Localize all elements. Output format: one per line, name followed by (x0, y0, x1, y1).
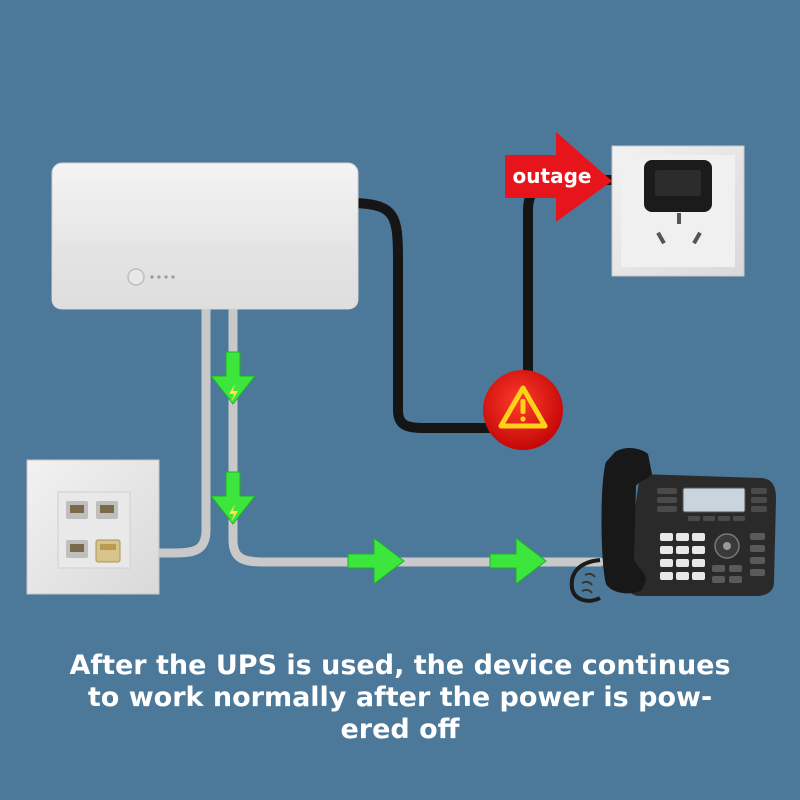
ip-phone (569, 448, 776, 603)
phone-display (682, 487, 746, 513)
battery-led-indicators (150, 275, 175, 279)
phone-nav-pad (714, 533, 740, 559)
flow-arrow-down-1 (209, 351, 257, 405)
wall-power-outlet (611, 145, 745, 277)
phone-keypad (660, 533, 705, 580)
caption-line-3: ered off (340, 714, 460, 745)
phone-handset (601, 448, 652, 594)
ethernet-port (66, 540, 88, 558)
ups-device (51, 162, 359, 310)
caption-line-2: to work normally after the power is pow- (87, 682, 713, 713)
ethernet-port (66, 501, 88, 519)
ethernet-port (96, 501, 118, 519)
flow-arrow-right-2 (489, 536, 547, 586)
caption: After the UPS is used, the device contin… (60, 650, 740, 746)
outage-label: outage (513, 164, 592, 188)
ethernet-plug (95, 539, 121, 563)
phone-cord (569, 558, 601, 603)
caption-line-1: After the UPS is used, the device contin… (69, 650, 731, 681)
ethernet-wall-plate (26, 459, 160, 595)
power-button-icon (127, 268, 145, 286)
ethernet-cable-to-wall (115, 303, 211, 558)
outage-arrow: outage (505, 132, 612, 222)
flow-arrow-down-2 (209, 471, 257, 525)
flow-arrow-right-1 (347, 536, 405, 586)
warning-icon (483, 370, 563, 450)
cable-to-phone (228, 303, 605, 567)
